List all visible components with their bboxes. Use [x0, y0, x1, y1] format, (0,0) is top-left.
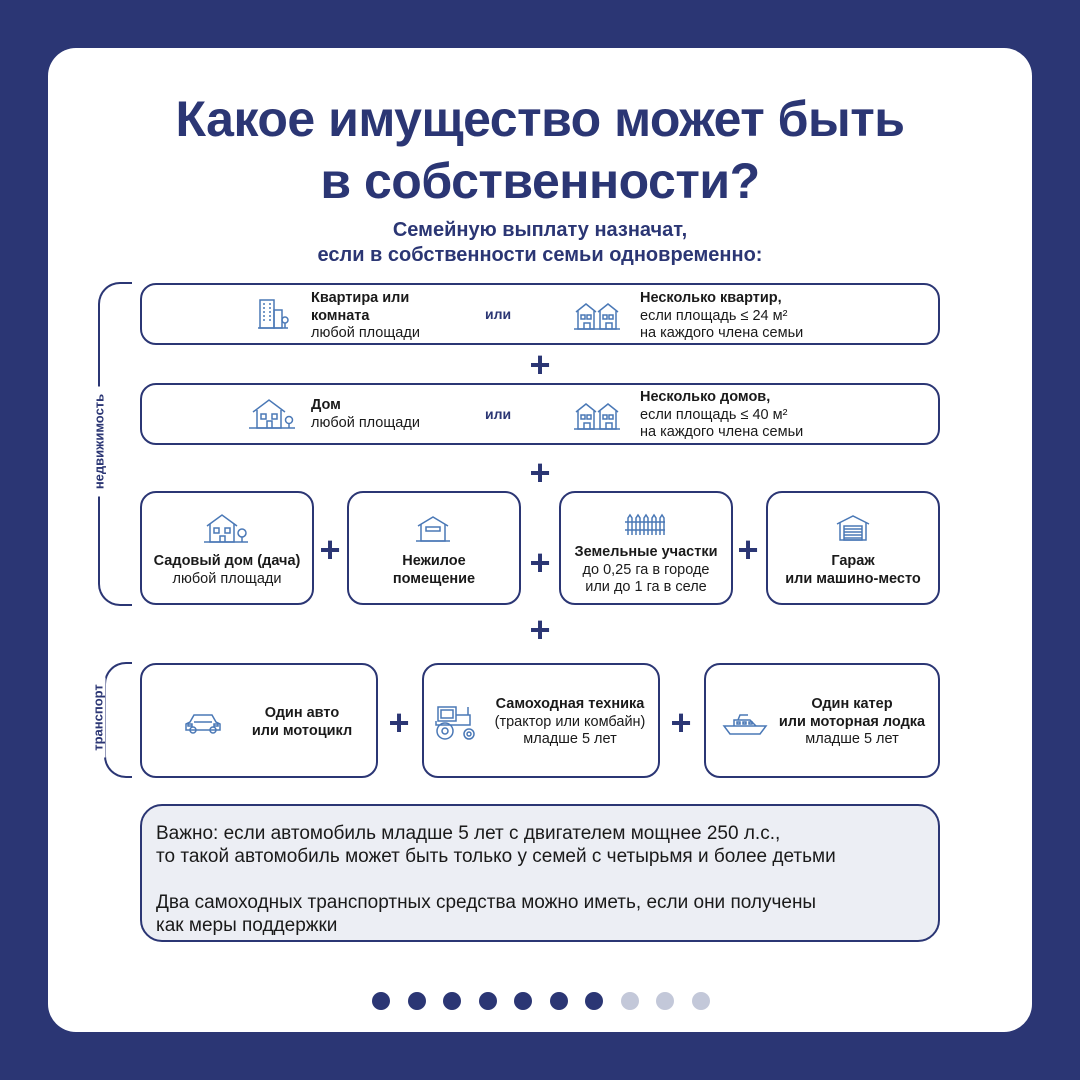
apartment-text: Квартира или комната любой площади: [311, 290, 420, 341]
car-icon: [184, 712, 222, 736]
card-self-propelled: [422, 663, 660, 778]
pagination-dot[interactable]: [478, 992, 497, 1010]
plus-sign: +: [529, 609, 551, 650]
plus-sign: +: [529, 542, 551, 583]
apartment-building-icon: [254, 294, 292, 332]
or-label: или: [485, 406, 512, 422]
or-label: или: [485, 306, 512, 322]
card-country-house: [140, 491, 314, 605]
land-plots-text: Земельные участки до 0,25 га в городе ил…: [574, 544, 718, 595]
boat-icon: [722, 712, 768, 736]
note-line: Важно: если автомобиль младше 5 лет с дв…: [156, 823, 781, 844]
plus-sign: +: [670, 702, 692, 743]
self-propelled-text: Самоходная техника (трактор или комбайн)…: [494, 696, 646, 747]
townhouses-icon: [574, 400, 620, 432]
garage-text: Гараж или машино-место: [785, 553, 921, 587]
plus-sign: +: [529, 344, 551, 385]
several-houses-text: Несколько домов, если площадь ≤ 40 м² на…: [640, 389, 804, 440]
pagination-dot[interactable]: [514, 992, 532, 1010]
card-land-plots: [559, 491, 733, 605]
card-boat: [704, 663, 940, 778]
card-car: [140, 663, 378, 778]
country-house-text: Садовый дом (дача) любой площади: [153, 553, 301, 587]
boat-text: Один катер или моторная лодка младше 5 л…: [778, 696, 926, 747]
page-title: Какое имущество может быть в собственнос…: [175, 91, 905, 209]
pagination-dot[interactable]: [585, 992, 603, 1010]
note-line: Два самоходных транспортных средства мож…: [156, 892, 817, 913]
townhouses-icon: [574, 300, 620, 332]
tractor-icon: [432, 703, 478, 741]
pagination-dot[interactable]: [443, 992, 461, 1010]
non-residential-building-icon: [416, 515, 450, 543]
pagination-dot[interactable]: [549, 992, 568, 1010]
pagination-dot[interactable]: [691, 992, 710, 1010]
transport-bracket: [104, 662, 132, 778]
house-text: Дом любой площади: [311, 397, 420, 431]
pagination-dot[interactable]: [656, 992, 674, 1010]
plus-sign: +: [529, 452, 551, 493]
note-line: то такой автомобиль может быть только у …: [156, 846, 836, 867]
important-note: Важно: если автомобиль младше 5 лет с дв…: [140, 804, 940, 942]
pagination-dots: [372, 992, 710, 1010]
note-line: как меры поддержки: [156, 915, 338, 936]
realty-label: недвижимость: [91, 386, 107, 497]
non-residential-text: Нежилое помещение: [392, 553, 476, 587]
transport-label: транспорт: [90, 677, 106, 758]
plus-sign: +: [388, 702, 410, 743]
pagination-dot[interactable]: [407, 992, 426, 1010]
pagination-dot[interactable]: [372, 992, 390, 1010]
subtitle: Семейную выплату назначат, если в собств…: [317, 219, 763, 266]
pagination-dot[interactable]: [620, 992, 639, 1010]
fence-land-icon: [625, 513, 665, 537]
garage-icon: [835, 514, 871, 542]
car-text: Один авто или мотоцикл: [251, 705, 353, 739]
card-non-residential: [347, 491, 521, 605]
plus-sign: +: [737, 529, 759, 570]
card-garage: [766, 491, 940, 605]
several-apartments-text: Несколько квартир, если площадь ≤ 24 м² …: [640, 290, 804, 341]
house-icon: [249, 396, 295, 430]
country-house-icon: [204, 512, 248, 544]
plus-sign: +: [319, 529, 341, 570]
